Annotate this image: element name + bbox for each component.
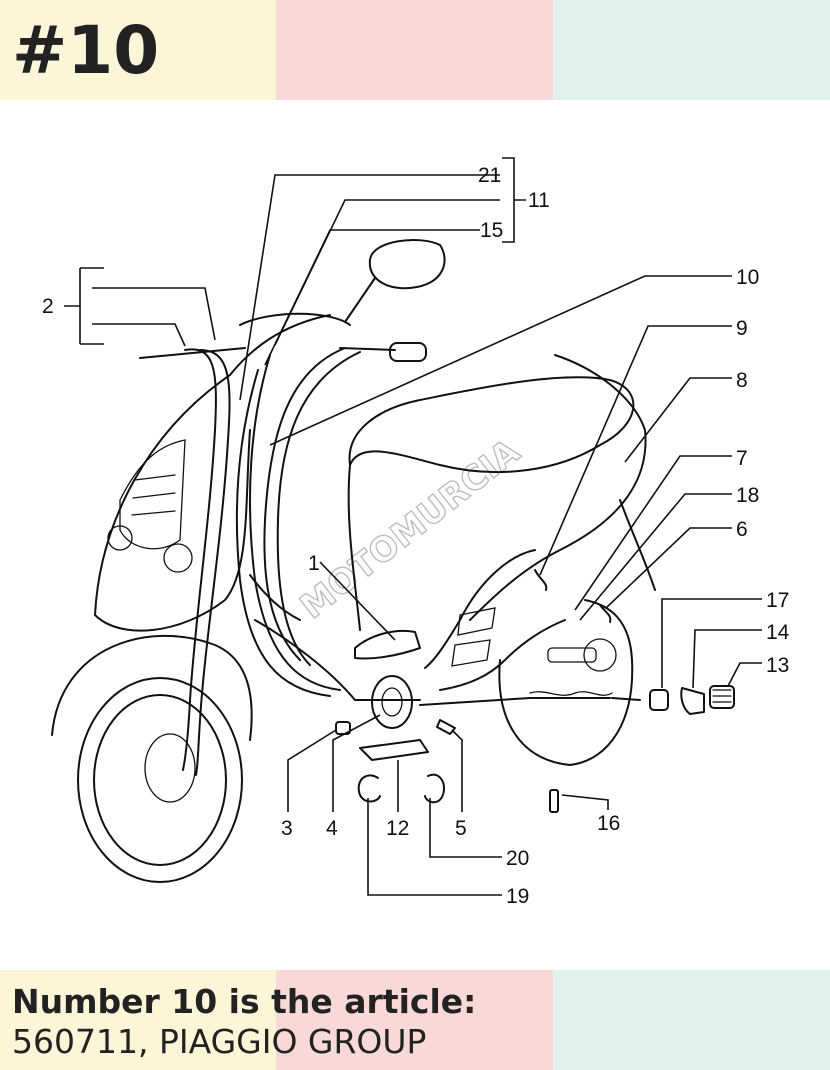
parts-diagram: MOTOMURCIA [42, 157, 790, 908]
ring-part-20 [424, 773, 446, 804]
ring-part-19 [357, 774, 381, 803]
cables [182, 347, 641, 776]
pin-part-16 [549, 789, 559, 813]
nut-part-13 [709, 685, 735, 709]
label-14: 14 [766, 621, 790, 644]
part-labels: 21 11 15 2 10 9 8 7 18 6 17 14 13 1 3 4 … [42, 164, 790, 908]
label-15: 15 [480, 219, 503, 242]
band-green-bottom [553, 970, 830, 1070]
page-title: #10 [12, 12, 160, 89]
mirror [368, 239, 446, 290]
label-12: 12 [386, 817, 409, 840]
bracket-part-12 [359, 739, 429, 761]
band-green [553, 0, 830, 100]
rear-wheel [498, 599, 634, 766]
label-11: 11 [528, 189, 550, 212]
band-pink-bottom [276, 970, 553, 1070]
label-1: 1 [308, 552, 320, 575]
footer-color-band [0, 970, 830, 1070]
label-4: 4 [326, 817, 338, 840]
bracket-part-1 [354, 629, 421, 660]
band-pink [276, 0, 553, 100]
right-grip [389, 342, 427, 362]
leader-lines [64, 157, 762, 896]
band-yellow [0, 0, 276, 100]
label-10: 10 [736, 266, 759, 289]
header-color-band [0, 0, 830, 100]
caption-article-number: 560711, PIAGGIO GROUP [12, 1022, 427, 1061]
cap-part-14 [680, 687, 705, 715]
label-8: 8 [736, 369, 748, 392]
small-parts [335, 569, 735, 813]
band-yellow-bottom [0, 970, 276, 1070]
front-wheel [77, 677, 243, 883]
label-13: 13 [766, 654, 789, 677]
label-19: 19 [506, 885, 529, 908]
label-5: 5 [455, 817, 467, 840]
label-18: 18 [736, 484, 759, 507]
label-17: 17 [766, 589, 789, 612]
horn-part-4 [371, 675, 413, 729]
label-16: 16 [597, 812, 620, 835]
clip-part-5 [436, 719, 456, 735]
caption-heading: Number 10 is the article: [12, 982, 477, 1021]
sleeve-part-17 [649, 689, 669, 711]
label-2: 2 [42, 295, 54, 318]
label-6: 6 [736, 518, 748, 541]
label-21: 21 [478, 164, 501, 187]
label-7: 7 [736, 447, 748, 470]
label-9: 9 [736, 317, 748, 340]
label-3: 3 [281, 817, 293, 840]
article-caption: Number 10 is the article: 560711, PIAGGI… [12, 982, 476, 1062]
label-20: 20 [506, 847, 529, 870]
